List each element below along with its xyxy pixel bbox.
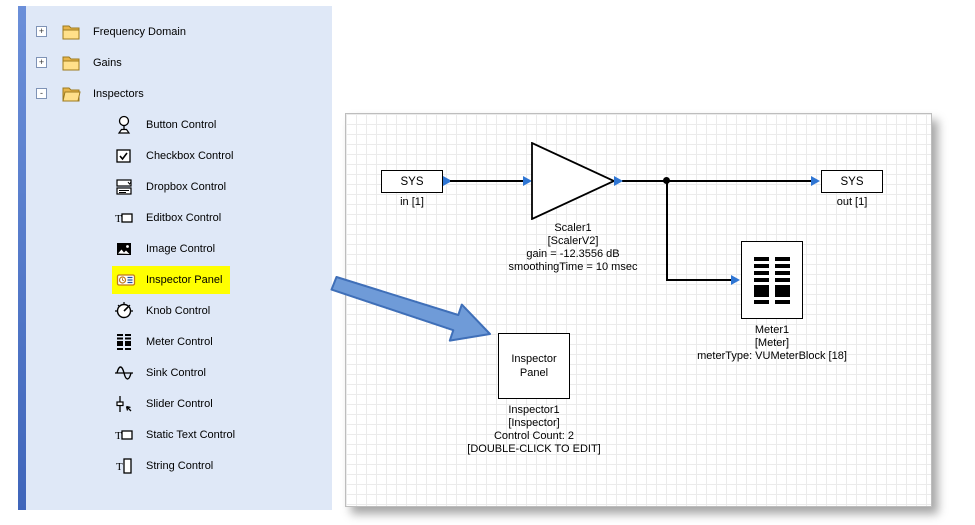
meter-column [754, 256, 769, 304]
inspector-name: Inspector1 [508, 404, 560, 416]
svg-text:T: T [116, 461, 123, 473]
sys-input-label: SYS [400, 175, 424, 188]
slider-control-icon [112, 392, 136, 416]
selection-highlight: Inspector Panel [112, 265, 231, 294]
meter-metertype: meterType: VUMeterBlock [18] [697, 350, 847, 362]
folder-label: Frequency Domain [93, 25, 186, 38]
inspector-caption: Inspector1 [Inspector] Control Count: 2 … [467, 404, 600, 456]
button-control-icon [112, 113, 136, 137]
inspector-panel-icon [114, 268, 138, 292]
meter-column [775, 256, 790, 304]
inspector-type: [Inspector] [508, 417, 560, 429]
palette-item-label: Editbox Control [146, 211, 222, 224]
wire [622, 180, 812, 182]
expander-icon[interactable]: + [36, 57, 47, 68]
scaler-name: Scaler1 [554, 222, 592, 234]
inspector-box-label: Inspector Panel [511, 353, 557, 379]
svg-text:T: T [115, 430, 122, 442]
callout-arrow [330, 276, 491, 342]
meter-control-icon [112, 330, 136, 354]
sink-control-icon [112, 361, 136, 385]
palette-item-slider-control[interactable]: Slider Control [26, 388, 332, 419]
palette-item-label: Meter Control [146, 335, 213, 348]
palette-item-label: Image Control [146, 242, 216, 255]
sys-input-output-port[interactable] [443, 176, 452, 186]
meter-bars-glyph [754, 256, 790, 304]
meter-name: Meter1 [754, 324, 790, 336]
sys-output-input-port[interactable] [811, 176, 820, 186]
inspector-panel-block[interactable]: Inspector Panel [498, 333, 570, 399]
scaler-type: [ScalerV2] [547, 235, 599, 247]
wire-junction [663, 177, 670, 184]
panel-edge-bar [18, 6, 26, 510]
scaler-block[interactable] [531, 142, 615, 220]
knob-control-icon [112, 299, 136, 323]
meter-type: [Meter] [754, 337, 790, 349]
scaler-smoothing: smoothingTime = 10 msec [508, 261, 638, 273]
sys-output-block[interactable]: SYS [821, 170, 883, 193]
folder-label: Gains [93, 56, 122, 69]
palette-tree: + Frequency Domain + Gains - Inspectors [26, 6, 332, 510]
palette-folder-gains[interactable]: + Gains [26, 47, 332, 78]
palette-item-label: Sink Control [146, 366, 206, 379]
scaler-gain: gain = -12.3556 dB [526, 248, 620, 260]
palette-item-label: Checkbox Control [146, 149, 234, 162]
scaler-input-port[interactable] [523, 176, 532, 186]
palette-panel: + Frequency Domain + Gains - Inspectors [18, 6, 332, 510]
palette-item-label: Slider Control [146, 397, 213, 410]
sys-input-port-label: in [1] [400, 196, 424, 208]
palette-item-label: String Control [146, 459, 214, 472]
expander-icon[interactable]: - [36, 88, 47, 99]
palette-item-inspector-panel[interactable]: Inspector Panel [26, 264, 332, 295]
wire [667, 279, 731, 281]
meter-caption: Meter1 [Meter] meterType: VUMeterBlock [… [697, 324, 847, 363]
editbox-control-icon: T [112, 206, 136, 230]
folder-label: Inspectors [93, 87, 144, 100]
svg-text:T: T [115, 213, 122, 225]
string-control-icon: T [112, 454, 136, 478]
palette-item-checkbox-control[interactable]: Checkbox Control [26, 140, 332, 171]
sys-input-block[interactable]: SYS [381, 170, 443, 193]
palette-item-sink-control[interactable]: Sink Control [26, 357, 332, 388]
palette-item-string-control[interactable]: T String Control [26, 450, 332, 481]
palette-item-image-control[interactable]: Image Control [26, 233, 332, 264]
wire [450, 180, 524, 182]
open-folder-icon [59, 82, 83, 106]
scaler-output-port[interactable] [614, 176, 623, 186]
checkbox-control-icon [112, 144, 136, 168]
expander-icon[interactable]: + [36, 26, 47, 37]
palette-item-label: Dropbox Control [146, 180, 227, 193]
static-text-control-icon: T [112, 423, 136, 447]
scaler-caption: Scaler1 [ScalerV2] gain = -12.3556 dB sm… [509, 222, 638, 274]
sys-output-port-label: out [1] [836, 196, 868, 208]
palette-folder-frequency-domain[interactable]: + Frequency Domain [26, 16, 332, 47]
palette-item-label: Static Text Control [146, 428, 236, 441]
sys-output-label: SYS [840, 175, 864, 188]
inspector-count: Control Count: 2 [493, 430, 575, 442]
palette-folder-inspectors[interactable]: - Inspectors [26, 78, 332, 109]
palette-item-label: Inspector Panel [146, 273, 223, 286]
palette-item-editbox-control[interactable]: T Editbox Control [26, 202, 332, 233]
palette-item-dropbox-control[interactable]: Dropbox Control [26, 171, 332, 202]
folder-icon [59, 20, 83, 44]
meter-input-port[interactable] [731, 275, 740, 285]
folder-icon [59, 51, 83, 75]
palette-item-label: Button Control [146, 118, 217, 131]
meter-block[interactable] [741, 241, 803, 319]
dropbox-control-icon [112, 175, 136, 199]
wire [666, 181, 668, 281]
palette-item-static-text-control[interactable]: T Static Text Control [26, 419, 332, 450]
palette-item-label: Knob Control [146, 304, 211, 317]
inspector-hint: [DOUBLE-CLICK TO EDIT] [467, 443, 601, 455]
palette-item-meter-control[interactable]: Meter Control [26, 326, 332, 357]
palette-item-button-control[interactable]: Button Control [26, 109, 332, 140]
palette-item-knob-control[interactable]: Knob Control [26, 295, 332, 326]
image-control-icon [112, 237, 136, 261]
